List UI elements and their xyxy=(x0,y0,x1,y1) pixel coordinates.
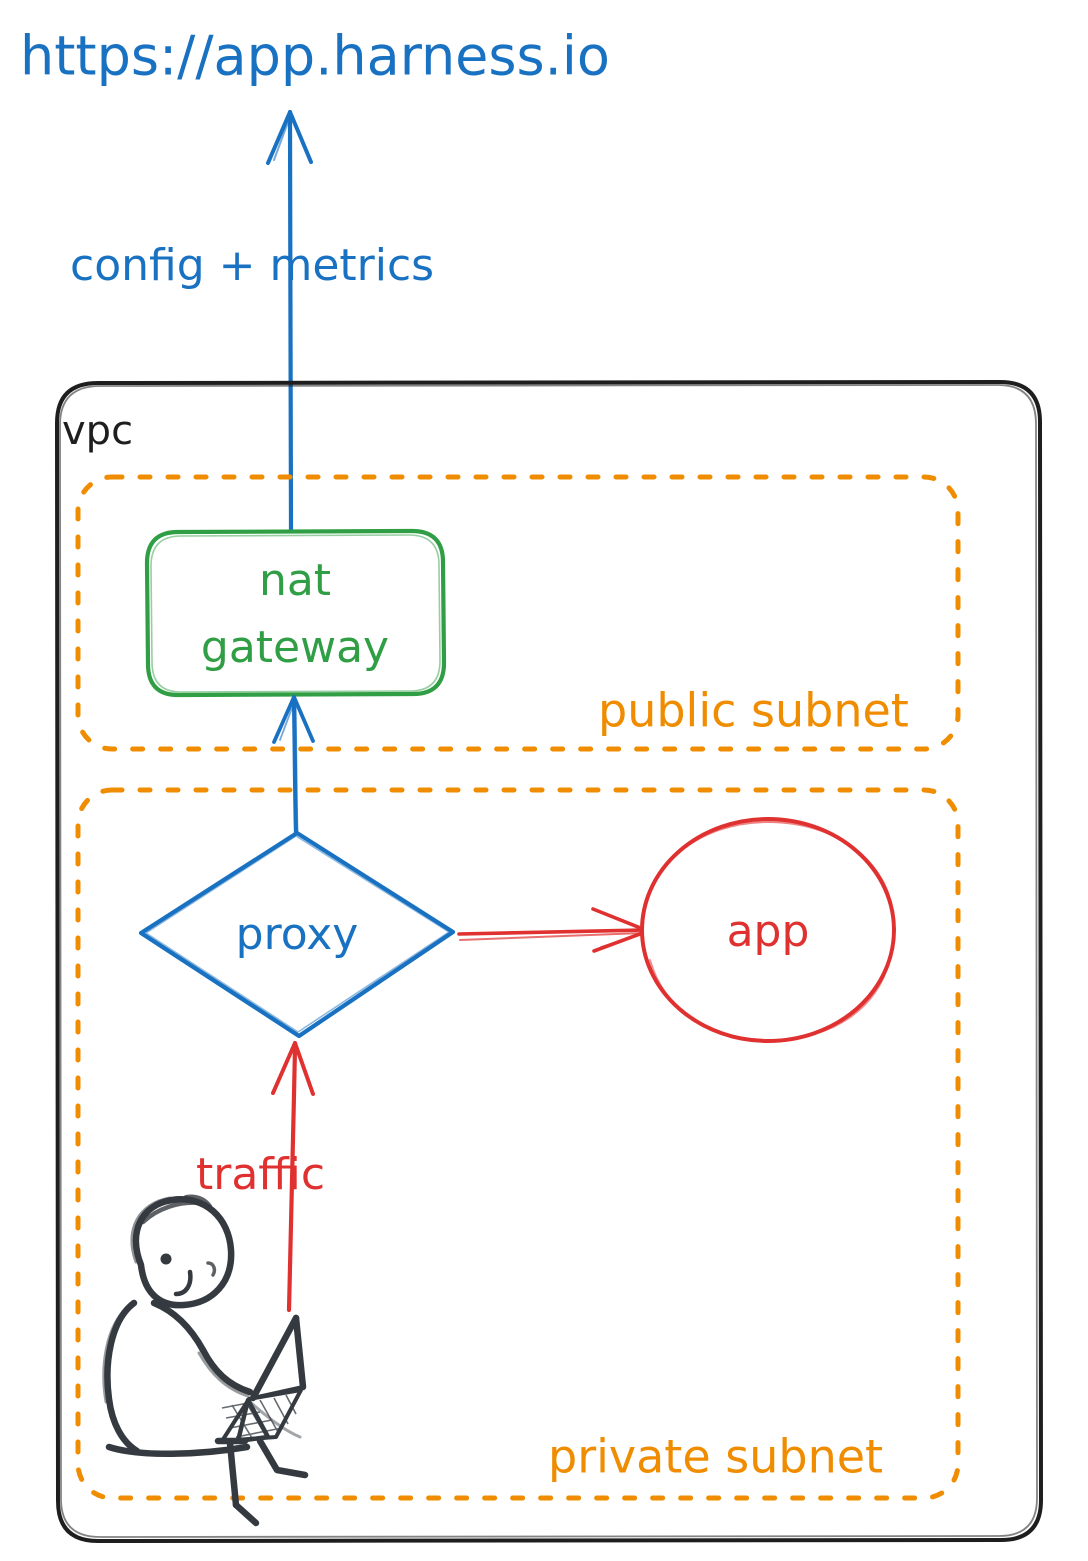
edge-nat-to-internet xyxy=(266,110,313,534)
edge-proxy-to-app xyxy=(457,907,650,953)
edge-label-traffic: traffic xyxy=(196,1149,325,1200)
laptop-hatch-pattern xyxy=(221,1394,297,1439)
endpoint-url-label: https://app.harness.io xyxy=(20,25,610,88)
user-stick-figure-icon xyxy=(102,1194,309,1527)
private-subnet-boundary xyxy=(75,787,961,1501)
node-proxy[interactable]: proxy xyxy=(138,830,456,1039)
edge-proxy-to-nat xyxy=(272,695,315,836)
edge-label-config-metrics: config + metrics xyxy=(70,240,434,291)
node-nat-gateway[interactable]: nat gateway xyxy=(144,528,447,698)
private-subnet-label: private subnet xyxy=(548,1430,883,1484)
proxy-label: proxy xyxy=(236,909,359,960)
nat-gateway-label-line2: gateway xyxy=(201,622,389,673)
vpc-label: vpc xyxy=(62,408,133,454)
nat-gateway-label-line1: nat xyxy=(259,555,331,606)
node-app[interactable]: app xyxy=(640,817,896,1043)
vpc-boundary xyxy=(55,380,1043,1543)
app-label: app xyxy=(727,906,810,957)
edge-user-to-proxy xyxy=(271,1041,315,1313)
public-subnet-label: public subnet xyxy=(598,684,909,738)
